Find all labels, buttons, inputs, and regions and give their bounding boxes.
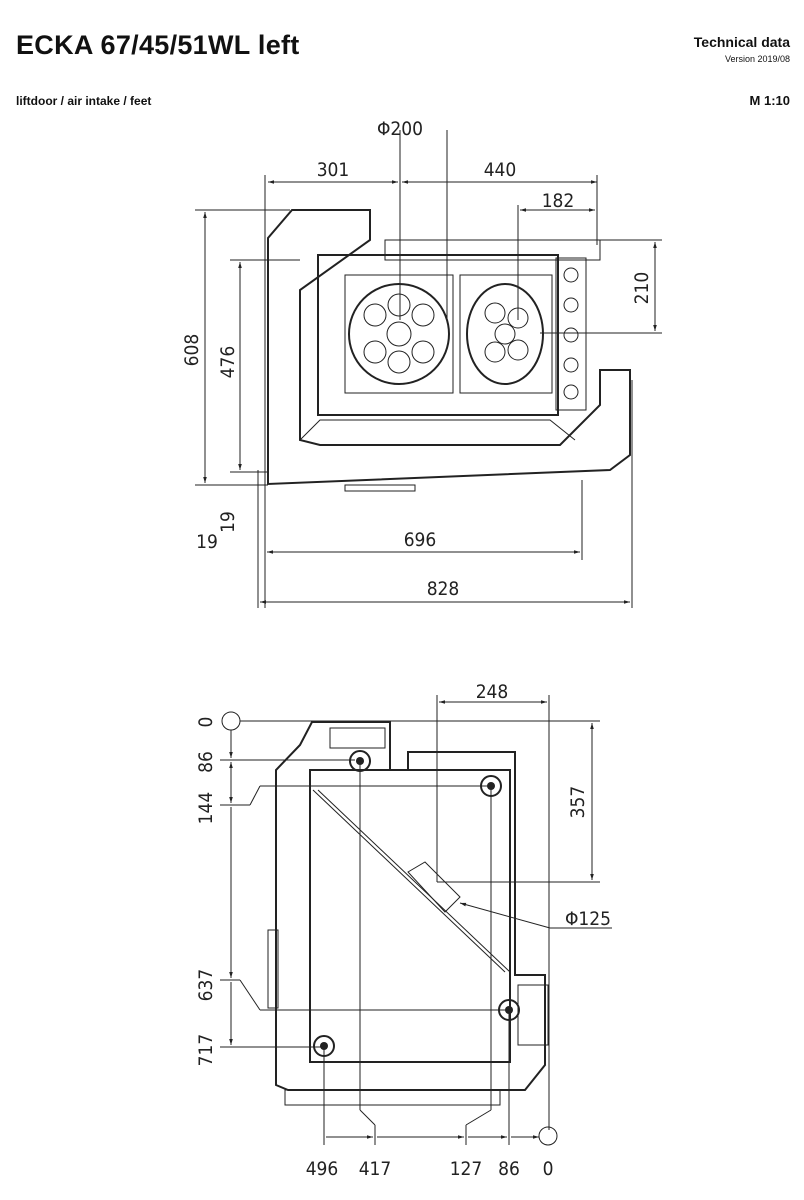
dim-357: 357 — [567, 786, 589, 819]
doc-type-label: Technical data — [693, 34, 790, 50]
bottom-view-drawing — [267, 721, 549, 1106]
dim-y0: 0 — [195, 717, 217, 728]
top-view-drawing — [267, 209, 631, 492]
dim-x86: 86 — [498, 1158, 520, 1180]
origin-marker-y — [221, 711, 241, 731]
document-subtitle: liftdoor / air intake / feet — [16, 94, 152, 108]
dim-828: 828 — [427, 578, 460, 600]
top-view-dimensions: Φ200 301 440 182 210 608 476 19 19 696 8… — [181, 118, 662, 608]
dim-y637: 637 — [195, 969, 217, 1002]
dim-x417: 417 — [359, 1158, 392, 1180]
dim-248: 248 — [476, 681, 509, 703]
dim-y717: 717 — [195, 1034, 217, 1067]
scale-label: M 1:10 — [749, 93, 790, 108]
dim-x0: 0 — [543, 1158, 554, 1180]
dim-301: 301 — [317, 159, 350, 181]
dim-y86: 86 — [195, 751, 217, 773]
bottom-view-dimensions: 248 0 86 144 637 717 357 Φ125 496 417 12… — [195, 681, 612, 1180]
dim-696: 696 — [404, 529, 437, 551]
dim-440: 440 — [484, 159, 517, 181]
version-label: Version 2019/08 — [724, 54, 790, 64]
dim-x496: 496 — [306, 1158, 339, 1180]
dim-19-b: 19 — [217, 511, 239, 533]
dim-210: 210 — [631, 272, 653, 305]
document-title: ECKA 67/45/51WL left — [16, 30, 300, 60]
dim-flue-diameter: Φ200 — [377, 118, 423, 140]
dim-182: 182 — [542, 190, 575, 212]
dim-y144: 144 — [195, 792, 217, 825]
origin-marker-x — [538, 1126, 558, 1146]
dim-air-diameter: Φ125 — [565, 908, 611, 930]
dim-19-a: 19 — [196, 531, 218, 553]
dim-x127: 127 — [450, 1158, 483, 1180]
dim-476: 476 — [217, 346, 239, 379]
dim-608: 608 — [181, 334, 203, 367]
